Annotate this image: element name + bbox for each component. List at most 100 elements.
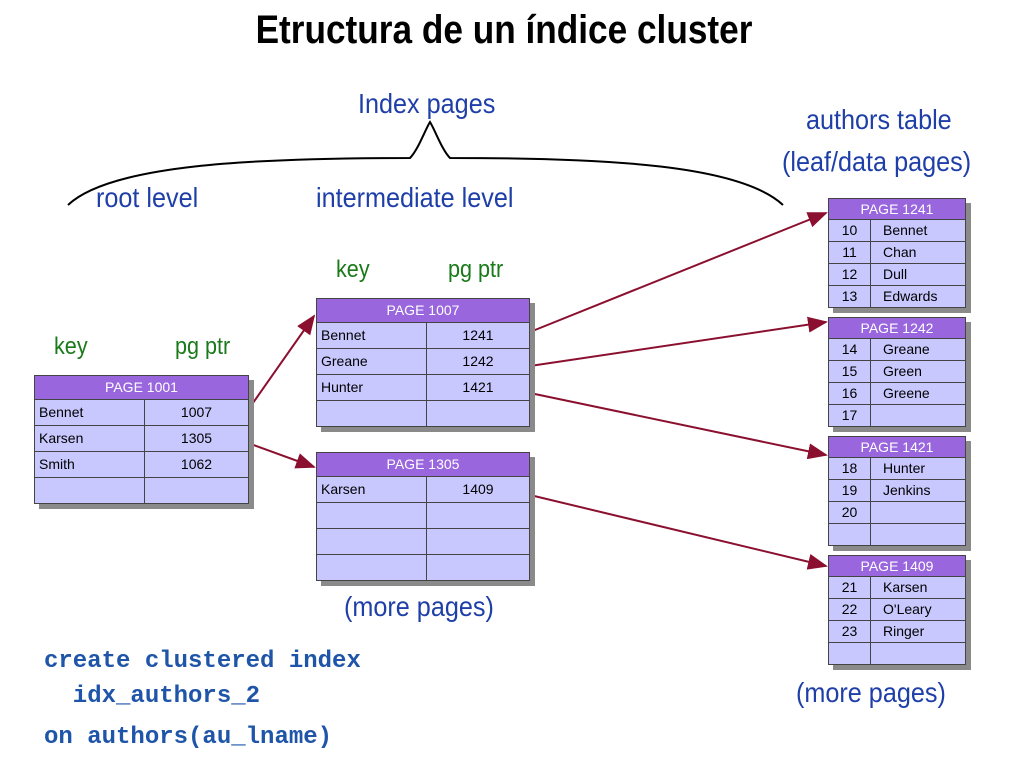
table-row [317,555,529,580]
table-row: 14 Greane [829,339,965,361]
ptr-cell: 1007 [180,404,213,420]
page-header: PAGE 1001 [35,376,248,400]
ptr-cell [427,401,529,426]
id-cell: 23 [829,621,871,642]
ptr-cell: 1409 [462,481,494,497]
code-line-1: create clustered index [44,648,361,675]
name-cell: Dull [883,266,908,282]
table-row: Hunter 1421 [317,375,529,401]
id-cell: 17 [829,405,871,426]
ptr-cell: 1305 [180,430,213,446]
name-cell: Greene [883,385,930,401]
name-cell: Green [883,363,922,379]
leaf-more-pages-label: (more pages) [796,677,946,708]
key-cell: Karsen [35,426,145,451]
intermediate-level-label: intermediate level [316,182,514,213]
name-cell [871,524,965,545]
key-cell: Smith [35,452,145,477]
id-cell: 15 [829,361,871,382]
table-row: 13 Edwards [829,286,965,307]
table-row: 16 Greene [829,383,965,405]
index-pages-brace [67,120,784,206]
root-level-label: root level [96,182,199,213]
ptr-cell [427,529,529,554]
table-row: 18 Hunter [829,458,965,480]
ptr-cell: 1421 [462,379,494,395]
id-cell: 11 [829,242,871,263]
page-header: PAGE 1007 [317,299,529,323]
key-cell: Karsen [317,477,427,502]
id-cell: 10 [829,220,871,241]
id-cell: 21 [829,577,871,598]
arrow-1007-to-1241 [529,212,828,333]
id-cell: 19 [829,480,871,501]
table-row [829,524,965,545]
name-cell: Chan [883,244,917,260]
arrow-1305-to-1409 [529,494,828,570]
key-cell: Hunter [317,375,427,400]
name-cell: Jenkins [883,482,931,498]
arrow-1001-to-1007 [247,314,316,411]
table-row: Bennet 1007 [35,400,248,426]
id-cell: 22 [829,599,871,620]
authors-table-label: authors table [806,104,952,135]
table-row: 22 O'Leary [829,599,965,621]
id-cell: 14 [829,339,871,360]
name-cell: O'Leary [883,601,932,617]
name-cell [871,643,965,664]
table-row: 12 Dull [829,264,965,286]
id-cell: 18 [829,458,871,479]
table-row: 19 Jenkins [829,480,965,502]
id-cell: 20 [829,502,871,523]
key-cell [35,478,145,503]
id-cell [829,524,871,545]
ptr-cell [427,555,529,580]
name-cell: Hunter [883,460,926,476]
id-cell: 12 [829,264,871,285]
ptr-cell [427,503,529,528]
page-header: PAGE 1421 [829,437,965,458]
name-cell [871,502,965,523]
index-pages-label: Index pages [358,88,496,119]
table-row: 11 Chan [829,242,965,264]
id-cell: 16 [829,383,871,404]
leaf-data-pages-label: (leaf/data pages) [782,146,972,177]
table-row: 21 Karsen [829,577,965,599]
name-cell: Ringer [883,623,925,639]
id-cell: 13 [829,286,871,307]
key-cell: Bennet [35,400,145,425]
table-row [829,643,965,664]
arrow-1007-to-1421 [529,392,828,460]
ptr-cell [145,478,248,503]
page-header: PAGE 1241 [829,199,965,220]
table-row: Karsen 1409 [317,477,529,503]
leaf-page-1421: PAGE 1421 18 Hunter 19 Jenkins 20 [828,436,966,546]
key-cell: Greane [317,349,427,374]
key-cell [317,401,427,426]
name-cell: Greane [883,341,930,357]
table-row [317,503,529,529]
intermediate-more-pages-label: (more pages) [344,591,494,622]
name-cell: Edwards [883,288,938,304]
arrow-1001-to-1305 [247,442,316,469]
key-cell [317,503,427,528]
name-cell: Karsen [883,579,928,595]
table-row: 17 [829,405,965,426]
intermediate-pgptr-label: pg ptr [448,256,504,283]
table-row [35,478,248,503]
table-row [317,401,529,426]
code-line-3: on authors(au_lname) [44,724,333,751]
intermediate-key-label: key [336,256,370,283]
name-cell [871,405,965,426]
